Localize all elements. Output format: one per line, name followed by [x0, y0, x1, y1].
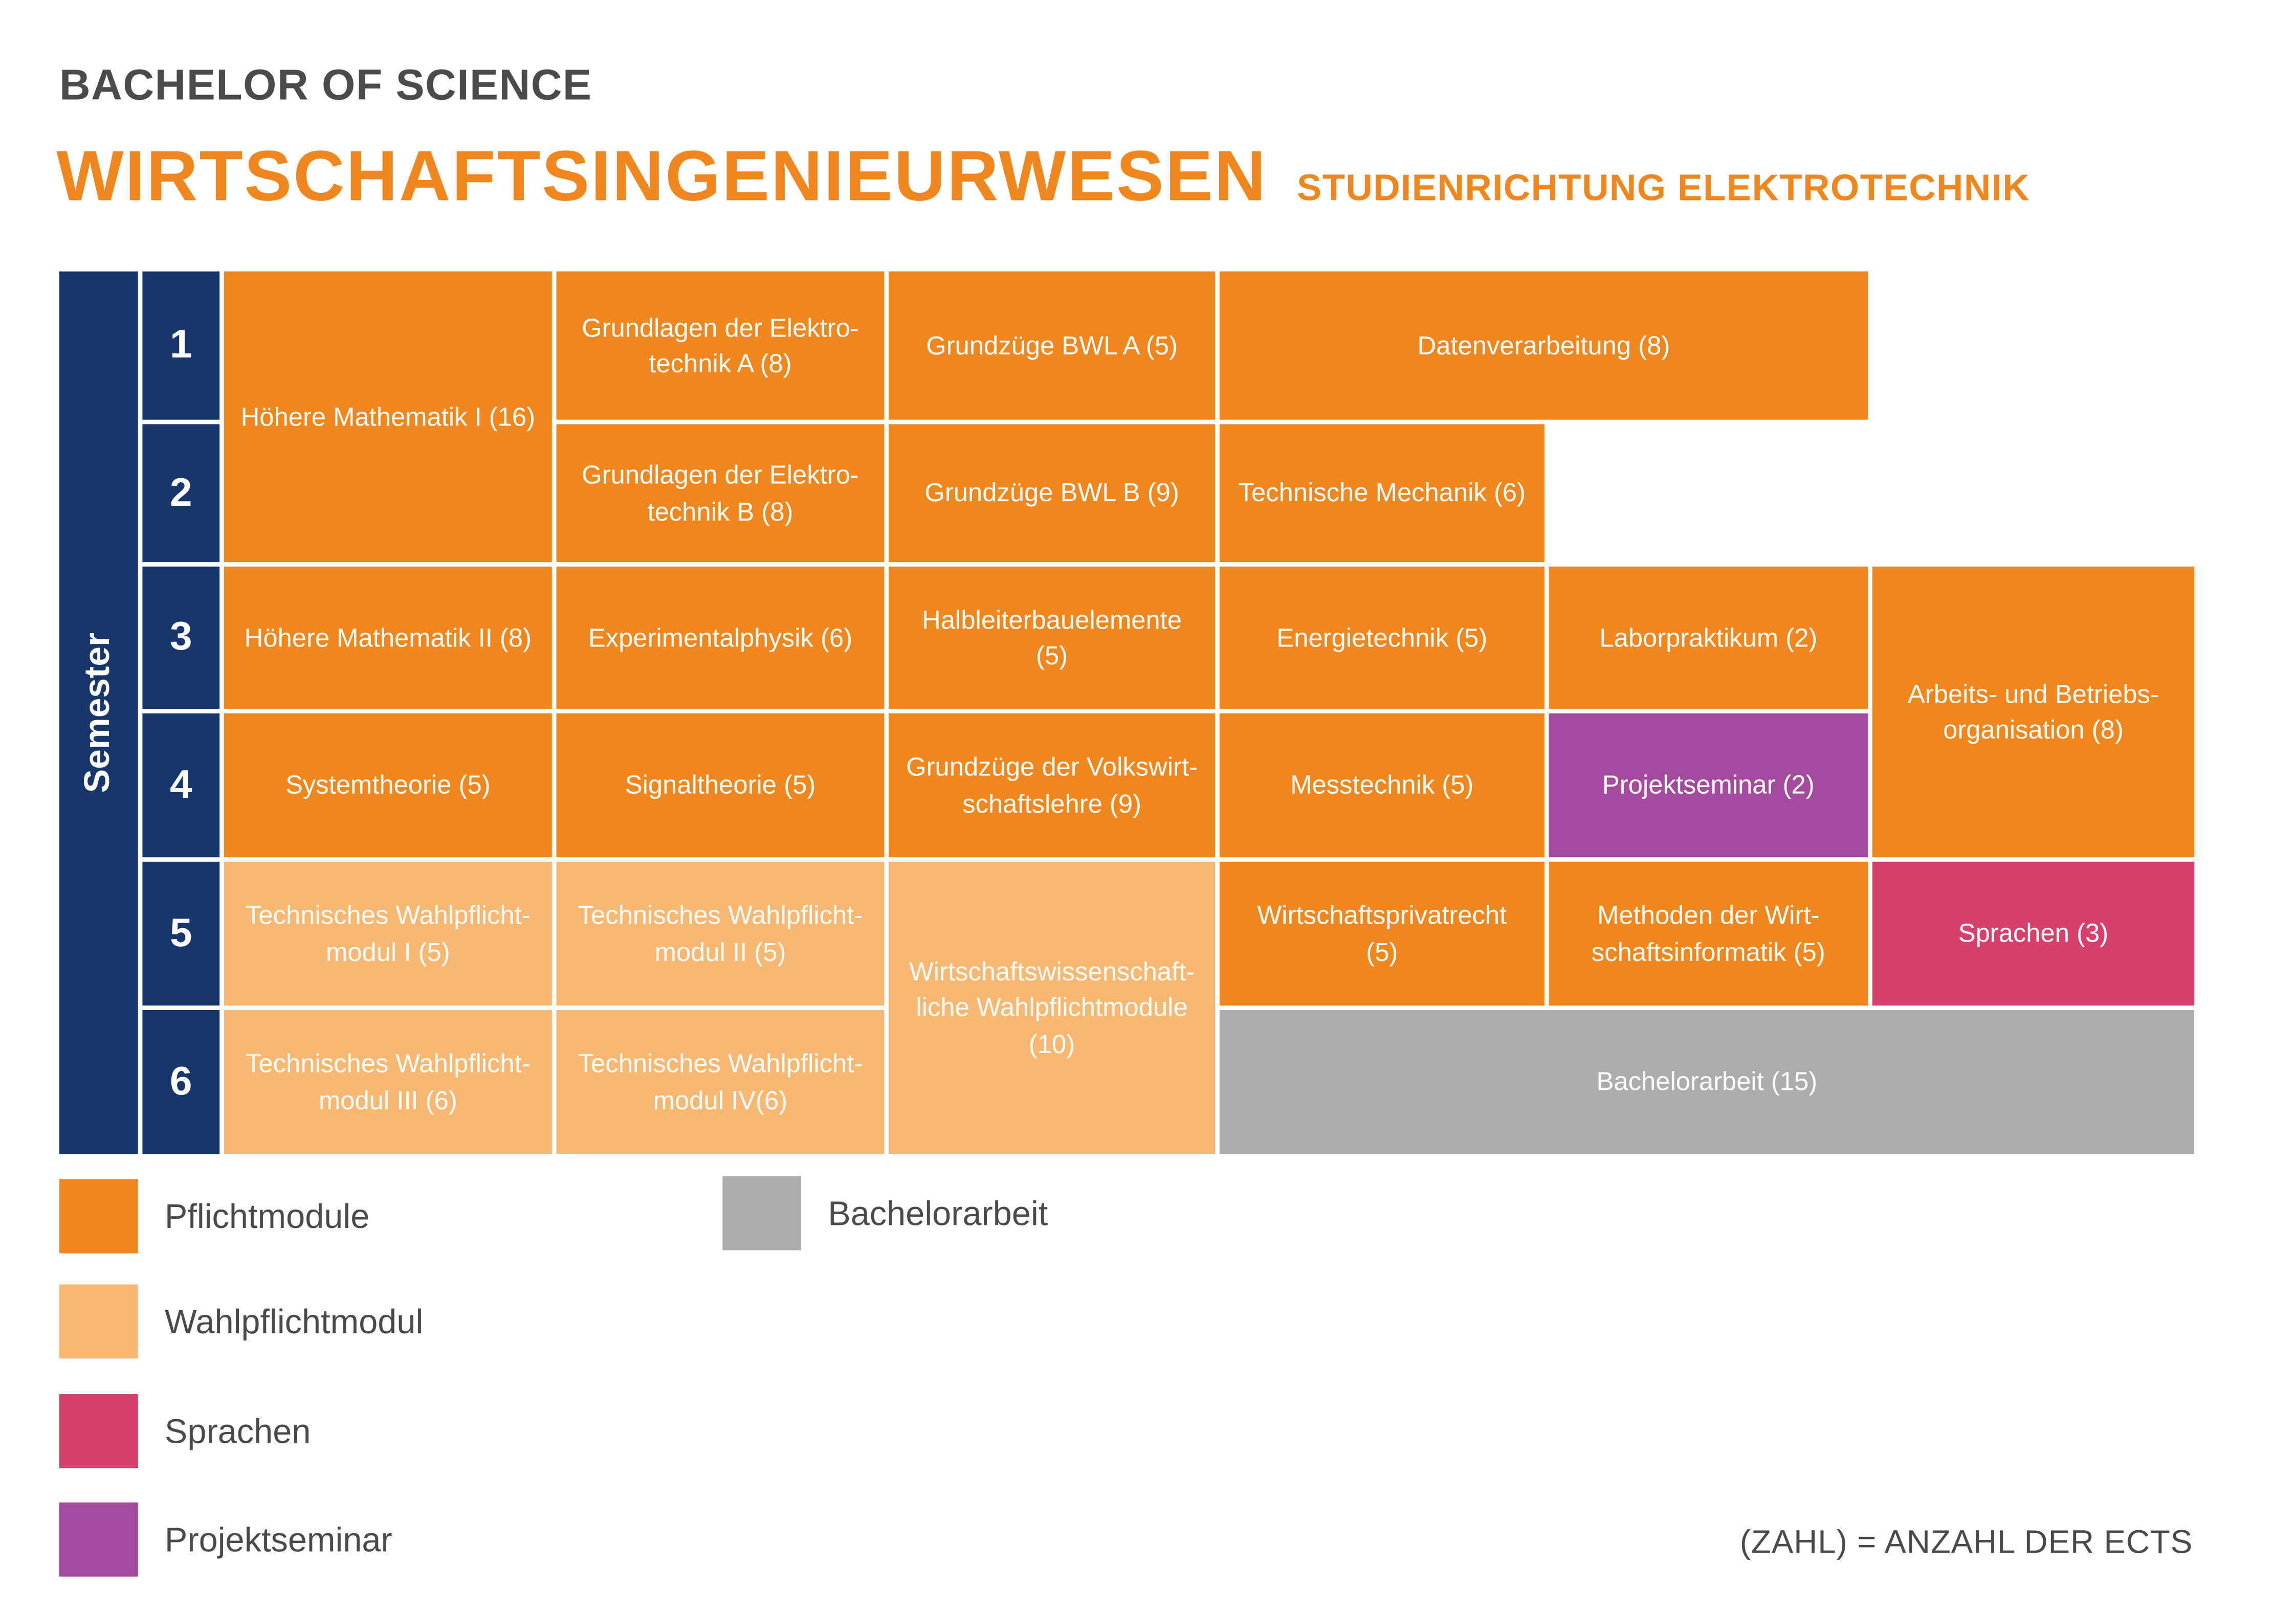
curriculum-grid: Semester 1 2 3 4 5 6 Höhere Mathematik I…	[59, 271, 2195, 1154]
degree-heading: BACHELOR OF SCIENCE	[59, 62, 592, 110]
semester-number-1: 1	[142, 271, 220, 420]
semester-number-4: 4	[142, 713, 220, 858]
semester-number-2: 2	[142, 424, 220, 563]
legend-label-pflichtmodule: Pflichtmodule	[164, 1196, 370, 1235]
semester-number-5: 5	[142, 861, 220, 1006]
module-technisches-wahlpflichtmodul-iii: Technisches Wahlpflicht- modul III (6)	[224, 1010, 552, 1154]
module-laborpraktikum: Laborpraktikum (2)	[1549, 566, 1868, 709]
module-technisches-wahlpflichtmodul-ii: Technisches Wahlpflicht- modul II (5)	[556, 861, 885, 1006]
module-energietechnik: Energietechnik (5)	[1219, 566, 1544, 709]
legend-label-sprachen: Sprachen	[164, 1411, 311, 1450]
legend-swatch-projektseminar	[59, 1502, 138, 1577]
module-sprachen: Sprachen (3)	[1872, 861, 2195, 1006]
module-wirtschaftsprivatrecht: Wirtschaftsprivatrecht (5)	[1219, 861, 1544, 1006]
module-technische-mechanik: Technische Mechanik (6)	[1219, 424, 1544, 563]
semester-number-6: 6	[142, 1010, 220, 1154]
semester-axis-label: Semester	[78, 632, 119, 793]
legend-item-wahlpflichtmodul: Wahlpflichtmodul	[59, 1284, 424, 1359]
program-subtitle: STUDIENRICHTUNG ELEKTROTECHNIK	[1297, 167, 2030, 209]
legend-swatch-sprachen	[59, 1394, 138, 1468]
legend-label-wahlpflichtmodul: Wahlpflichtmodul	[164, 1301, 424, 1340]
module-methoden-der-wirtschaftsinformatik: Methoden der Wirt- schaftsinformatik (5)	[1549, 861, 1868, 1006]
module-grundzuege-bwl-b: Grundzüge BWL B (9)	[889, 424, 1216, 563]
legend-item-bachelorarbeit: Bachelorarbeit	[722, 1176, 1048, 1250]
module-grundzuege-bwl-a: Grundzüge BWL A (5)	[889, 271, 1216, 420]
legend-item-projektseminar: Projektseminar	[59, 1502, 392, 1577]
module-arbeits-und-betriebsorganisation: Arbeits- und Betriebs- organisation (8)	[1872, 566, 2195, 858]
module-technisches-wahlpflichtmodul-iv: Technisches Wahlpflicht- modul IV(6)	[556, 1010, 885, 1154]
semester-number-3: 3	[142, 566, 220, 709]
module-hoehere-mathematik-ii: Höhere Mathematik II (8)	[224, 566, 552, 709]
module-signaltheorie: Signaltheorie (5)	[556, 713, 885, 858]
module-grundlagen-elektrotechnik-b: Grundlagen der Elektro- technik B (8)	[556, 424, 885, 563]
module-grundzuege-volkswirtschaftslehre: Grundzüge der Volkswirt- schaftslehre (9…	[889, 713, 1216, 858]
legend-swatch-bachelorarbeit	[722, 1176, 801, 1250]
ects-footnote: (ZAHL) = ANZAHL DER ECTS	[1739, 1523, 2193, 1560]
module-hoehere-mathematik-i: Höhere Mathematik I (16)	[224, 271, 552, 563]
module-projektseminar: Projektseminar (2)	[1549, 713, 1868, 858]
legend-label-bachelorarbeit: Bachelorarbeit	[828, 1193, 1048, 1232]
legend-item-pflichtmodule: Pflichtmodule	[59, 1179, 369, 1254]
module-datenverarbeitung: Datenverarbeitung (8)	[1219, 271, 1868, 420]
program-title: WIRTSCHAFTSINGENIEURWESEN	[56, 138, 1268, 217]
module-halbleiterbauelemente: Halbleiterbauelemente (5)	[889, 566, 1216, 709]
module-grundlagen-elektrotechnik-a: Grundlagen der Elektro- technik A (8)	[556, 271, 885, 420]
module-messtechnik: Messtechnik (5)	[1219, 713, 1544, 858]
module-bachelorarbeit: Bachelorarbeit (15)	[1219, 1010, 2195, 1154]
legend-item-sprachen: Sprachen	[59, 1394, 311, 1468]
module-experimentalphysik: Experimentalphysik (6)	[556, 566, 885, 709]
title-row: WIRTSCHAFTSINGENIEURWESEN STUDIENRICHTUN…	[56, 137, 2030, 218]
legend-label-projektseminar: Projektseminar	[164, 1519, 392, 1558]
legend-swatch-pflichtmodule	[59, 1179, 138, 1254]
legend-swatch-wahlpflichtmodul	[59, 1284, 138, 1359]
semester-axis-bar: Semester	[59, 271, 138, 1154]
module-systemtheorie: Systemtheorie (5)	[224, 713, 552, 858]
module-wirtschaftswissenschaftliche-wahlpflichtmodule: Wirtschaftswissenschaft- liche Wahlpflic…	[889, 861, 1216, 1154]
module-technisches-wahlpflichtmodul-i: Technisches Wahlpflicht- modul I (5)	[224, 861, 552, 1006]
